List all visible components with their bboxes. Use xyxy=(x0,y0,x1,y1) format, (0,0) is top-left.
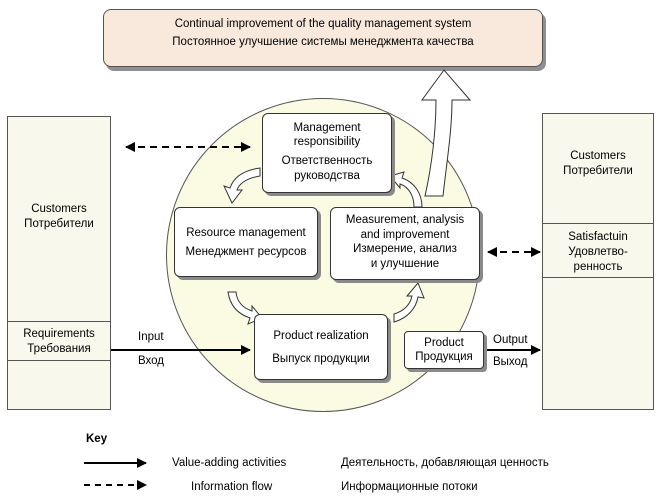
management-label-line-2: responsibility xyxy=(293,136,361,148)
customers-right-divider-bottom xyxy=(543,277,653,278)
input-label-en: Input xyxy=(138,331,164,343)
customers-left-label-en: Customers xyxy=(31,203,87,215)
product-label-ru: Продукция xyxy=(415,351,473,363)
key-solid-label-ru: Деятельность, добавляющая ценность xyxy=(341,457,549,469)
management-label-line-3: Ответственность xyxy=(281,155,373,167)
continual-improvement-label-en: Continual improvement of the quality man… xyxy=(174,18,472,30)
satisfaction-label-line-2: Удовлетво- xyxy=(568,246,628,258)
resource-label-ru: Менеджмент ресурсов xyxy=(185,246,307,258)
satisfaction-label-line-1: Satisfactuin xyxy=(568,231,628,243)
customers-left-divider-top xyxy=(8,321,110,322)
cycle-arrow-resource-to-realization xyxy=(227,291,263,325)
customers-right-column: Customers Потребители Satisfactuin Удовл… xyxy=(542,113,654,410)
satisfaction-label-line-3: ренность xyxy=(573,261,623,273)
measurement-analysis-box: Measurement, analysis and improvement Из… xyxy=(330,207,480,280)
realization-label-ru: Выпуск продукции xyxy=(272,353,370,365)
key-dashed-label-ru: Информационные потоки xyxy=(341,481,478,493)
key-title: Key xyxy=(86,433,108,445)
management-label-line-1: Management xyxy=(293,122,361,134)
cycle-arrow-mgmt-to-resource xyxy=(223,167,261,204)
measurement-label-line-2: and improvement xyxy=(360,228,450,241)
customers-left-label-ru: Потребители xyxy=(24,218,94,230)
realization-label-en: Product realization xyxy=(273,330,369,342)
customers-left-column: Customers Потребители Requirements Требо… xyxy=(7,116,111,410)
key-lines xyxy=(84,458,147,490)
cycle-arrow-measurement-to-mgmt xyxy=(389,171,423,208)
product-label-en: Product xyxy=(424,337,464,349)
product-box: Product Продукция xyxy=(404,331,484,369)
measurement-label-line-4: и улучшение xyxy=(370,257,440,270)
resource-management-box: Resource management Менеджмент ресурсов xyxy=(174,207,318,277)
input-label-ru: Вход xyxy=(138,355,165,367)
requirements-label-en: Requirements xyxy=(23,328,95,340)
requirements-label: Requirements Требования xyxy=(8,327,110,357)
measurement-label-line-1: Measurement, analysis xyxy=(345,214,465,226)
requirements-label-ru: Требования xyxy=(27,343,91,355)
key-solid-label-en: Value-adding activities xyxy=(172,457,287,469)
resource-label-en: Resource management xyxy=(186,227,306,239)
continual-improvement-box: Continual improvement of the quality man… xyxy=(103,9,543,67)
management-label-line-4: руководства xyxy=(294,170,360,182)
customers-right-label: Customers Потребители xyxy=(543,149,653,179)
improvement-curved-arrow xyxy=(421,69,472,197)
customers-right-label-en: Customers xyxy=(570,150,626,162)
key-dashed-label-en: Information flow xyxy=(191,481,273,493)
product-realization-box: Product realization Выпуск продукции xyxy=(254,314,388,380)
cycle-arrow-realization-to-measurement xyxy=(393,282,425,323)
satisfaction-label: Satisfactuin Удовлетво- ренность xyxy=(543,230,653,275)
output-label-ru: Выход xyxy=(493,356,528,368)
customers-left-label: Customers Потребители xyxy=(8,202,110,232)
output-label-en: Output xyxy=(493,334,528,346)
customers-right-divider-top xyxy=(543,223,653,224)
customers-right-label-ru: Потребители xyxy=(563,165,633,177)
measurement-label-line-3: Измерение, анализ xyxy=(353,243,457,255)
continual-improvement-label-ru: Постоянное улучшение системы менеджмента… xyxy=(172,36,474,48)
customers-left-divider-bottom xyxy=(8,360,110,361)
management-responsibility-box: Management responsibility Ответственност… xyxy=(262,113,392,193)
